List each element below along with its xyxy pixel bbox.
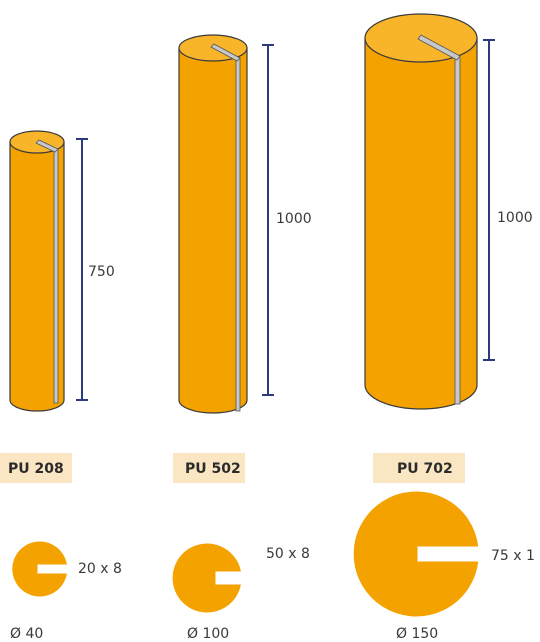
dimension-line-pu502 — [262, 44, 274, 396]
product-pu702: 1000 PU 702 75 x 1 Ø 150 — [352, 13, 535, 642]
slot-size-label: 75 x 1 — [491, 548, 535, 564]
slot-top — [35, 139, 59, 153]
dimension-line-pu702 — [483, 39, 495, 361]
diameter-label: Ø 150 — [396, 626, 438, 642]
model-band — [0, 453, 72, 483]
slot-size-label: 50 x 8 — [266, 546, 310, 562]
cylinder-body — [364, 37, 478, 410]
model-band — [173, 453, 245, 483]
model-band — [373, 453, 465, 483]
slot-top — [417, 34, 461, 61]
slot-gap — [53, 148, 59, 404]
cross-section-pu502 — [171, 542, 243, 614]
slot-gap — [454, 56, 461, 405]
cylinder-body — [178, 47, 248, 414]
slot-gap — [235, 57, 241, 412]
diameter-label: Ø 100 — [187, 626, 229, 642]
height-label: 750 — [88, 264, 115, 280]
product-pu502: 1000 PU 502 50 x 8 Ø 100 — [171, 34, 312, 642]
model-label: PU 208 — [8, 461, 64, 477]
cylinder-pu208 — [9, 130, 65, 412]
height-label: 1000 — [276, 211, 312, 227]
cylinder-pu502 — [178, 34, 248, 414]
slot-size-label: 20 x 8 — [78, 561, 122, 577]
slot-top — [210, 43, 241, 62]
cylinder-pu702 — [364, 13, 478, 410]
cross-section-pu702 — [352, 490, 480, 618]
cross-section-pu208 — [11, 540, 69, 598]
cylinder-body — [9, 141, 65, 412]
diameter-label: Ø 40 — [10, 626, 43, 642]
model-label: PU 502 — [185, 461, 241, 477]
height-label: 1000 — [497, 210, 533, 226]
model-label: PU 702 — [397, 461, 453, 477]
product-pu208: 750 PU 208 20 x 8 Ø 40 — [0, 130, 122, 642]
dimension-line-pu208 — [76, 138, 88, 401]
